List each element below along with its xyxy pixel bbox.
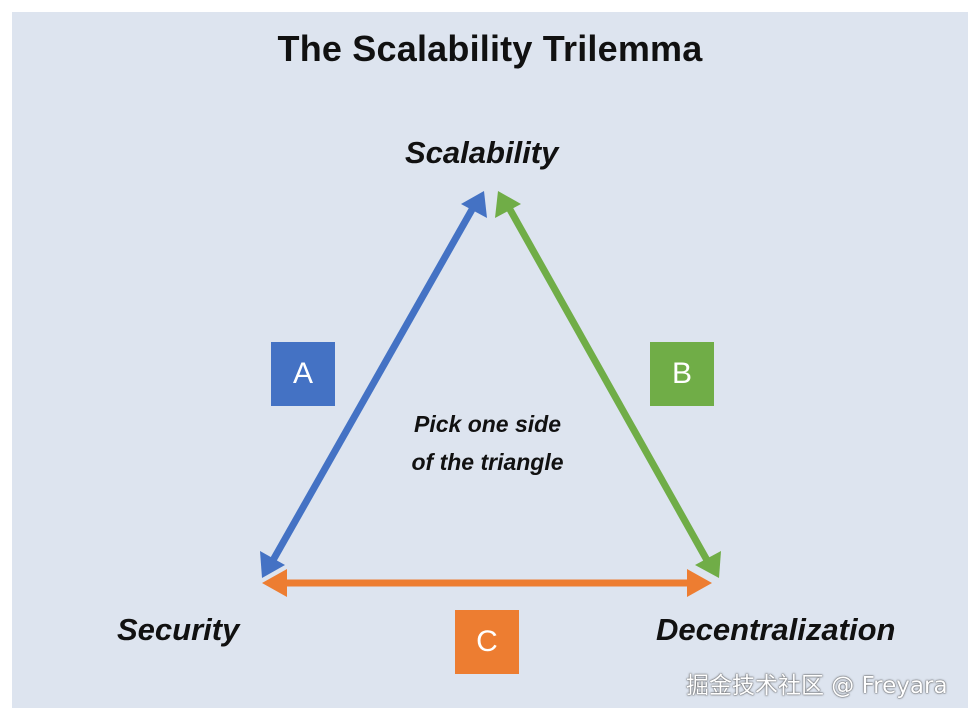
- side-b-badge: B: [650, 342, 714, 406]
- watermark: 掘金技术社区 @ Freyara: [686, 673, 948, 699]
- side-c-badge: C: [455, 610, 519, 674]
- diagram-title: The Scalability Trilemma: [277, 28, 703, 69]
- vertex-decentralization: Decentralization: [656, 612, 896, 647]
- center-caption: Pick one side of the triangle: [380, 405, 595, 481]
- arrow-side-c: [262, 569, 712, 597]
- center-caption-line1: Pick one side: [413, 411, 561, 437]
- arrow-side-b: [495, 191, 721, 578]
- side-a-badge: A: [271, 342, 335, 406]
- diagram-panel: [12, 12, 968, 708]
- arrow-side-a: [260, 191, 487, 578]
- center-caption-line2: of the triangle: [411, 449, 564, 475]
- vertex-security: Security: [117, 612, 240, 647]
- vertex-scalability: Scalability: [405, 135, 559, 170]
